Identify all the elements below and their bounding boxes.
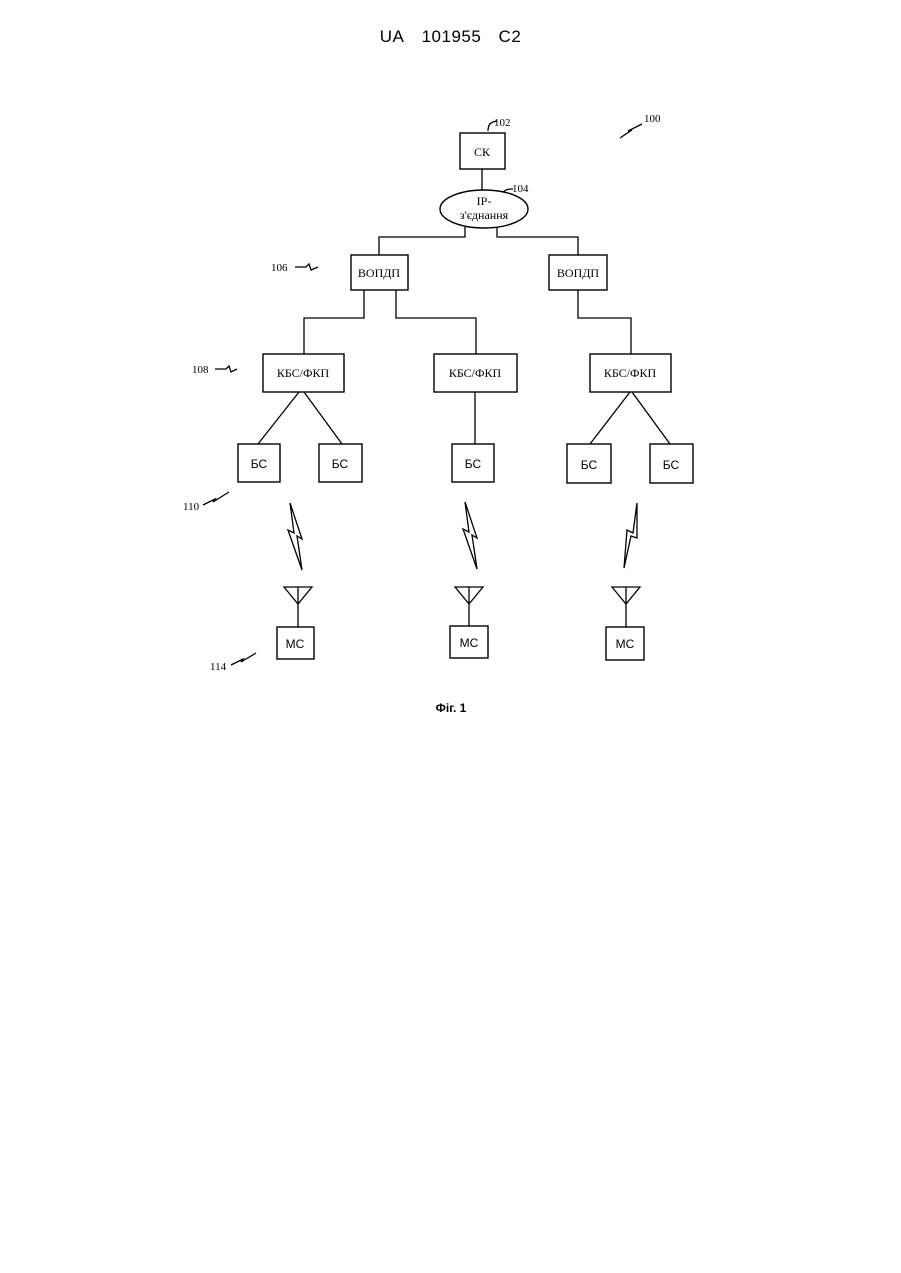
link-kbs3-bs5 bbox=[632, 392, 670, 444]
ref-106-arrow bbox=[295, 264, 318, 270]
ref-110-arrow bbox=[203, 492, 229, 505]
ip-label-line1: IP- bbox=[477, 194, 492, 208]
bs-label-4: БС bbox=[581, 458, 598, 472]
link-kbs1-bs1 bbox=[258, 392, 299, 444]
ip-label-line2: з'єднання bbox=[460, 208, 509, 222]
ref-100-arrow bbox=[620, 124, 642, 138]
ms-label-2: МС bbox=[460, 636, 479, 650]
ref-100: 100 bbox=[644, 113, 661, 125]
ref-106: 106 bbox=[271, 262, 288, 274]
ref-108: 108 bbox=[192, 364, 209, 376]
ref-108-arrow bbox=[215, 366, 237, 372]
ref-102: 102 bbox=[494, 117, 511, 129]
kbs-label-1: КБС/ФКП bbox=[277, 366, 330, 380]
kbs-label-3: КБС/ФКП bbox=[604, 366, 657, 380]
ref-104: 104 bbox=[512, 183, 529, 195]
vopdp-label-2: ВОПДП bbox=[557, 266, 600, 280]
figure-caption: Фіг. 1 bbox=[436, 701, 467, 715]
bs-label-3: БС bbox=[465, 457, 482, 471]
antenna-3-icon bbox=[612, 587, 640, 627]
ref-114: 114 bbox=[210, 661, 227, 673]
bs-label-5: БС bbox=[663, 458, 680, 472]
antenna-1-icon bbox=[284, 587, 312, 627]
sk-label: СК bbox=[474, 145, 491, 159]
bs-label-2: БС bbox=[332, 457, 349, 471]
wireless-link-2-icon bbox=[463, 502, 477, 569]
ref-114-arrow bbox=[231, 653, 256, 665]
ms-label-3: МС bbox=[616, 637, 635, 651]
link-vopdp1-kbs2 bbox=[396, 290, 476, 354]
link-ip-vopdp-right bbox=[497, 227, 578, 255]
vopdp-label-1: ВОПДП bbox=[358, 266, 401, 280]
antenna-2-icon bbox=[455, 587, 483, 626]
link-ip-vopdp-left bbox=[379, 227, 465, 255]
kbs-label-2: КБС/ФКП bbox=[449, 366, 502, 380]
ms-label-1: МС bbox=[286, 637, 305, 651]
link-kbs1-bs2 bbox=[304, 392, 342, 444]
ref-110: 110 bbox=[183, 501, 200, 513]
wireless-link-3-icon bbox=[624, 503, 637, 568]
bs-label-1: БС bbox=[251, 457, 268, 471]
link-kbs3-bs4 bbox=[590, 392, 630, 444]
link-vopdp1-kbs1 bbox=[304, 290, 364, 354]
link-vopdp2-kbs3 bbox=[578, 290, 631, 354]
wireless-link-1-icon bbox=[288, 503, 302, 570]
